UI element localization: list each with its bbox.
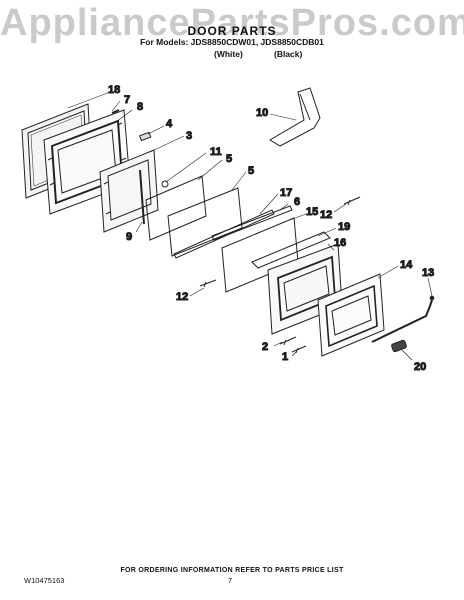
callout-3: 3	[186, 130, 192, 142]
part-17-strip	[173, 209, 275, 259]
part-2-screw	[279, 336, 297, 346]
callout-14: 14	[400, 259, 413, 271]
callout-9: 9	[126, 231, 132, 243]
part-4-clip	[138, 131, 152, 142]
callout-17: 17	[280, 187, 292, 199]
callout-4: 4	[166, 118, 173, 130]
part-6-bar	[211, 205, 293, 241]
part-10-bracket	[269, 87, 321, 147]
callout-13: 13	[422, 267, 434, 279]
document-code: W10475163	[24, 576, 65, 585]
leader-lines	[67, 91, 433, 361]
part-12-screw-upper	[343, 196, 361, 206]
callout-6: 6	[294, 196, 300, 208]
callout-19: 19	[338, 221, 350, 233]
callout-2: 2	[262, 341, 268, 353]
callout-12-upper: 12	[320, 209, 332, 221]
callout-5b: 5	[248, 165, 254, 177]
page-number: 7	[228, 576, 233, 585]
callout-16: 16	[334, 237, 346, 249]
callout-5a: 5	[226, 153, 232, 165]
part-7-screw	[111, 109, 120, 114]
callout-11: 11	[210, 146, 222, 158]
models-line: For Models: JDS8850CDW01, JDS8850CDB01	[140, 37, 324, 47]
watermark: AppliancePartsPros.com	[0, 2, 464, 44]
part-1-screw	[291, 345, 307, 354]
page-title: DOOR PARTS	[187, 24, 277, 38]
callout-18: 18	[108, 84, 120, 96]
callout-7: 7	[124, 94, 130, 106]
callout-8: 8	[137, 101, 143, 113]
part-9-spacer	[139, 169, 145, 225]
part-20-end-cap	[391, 339, 407, 353]
part-5-glass-inner	[145, 175, 207, 241]
callout-10: 10	[256, 107, 268, 119]
part-13-handle	[371, 295, 435, 343]
ordering-note: FOR ORDERING INFORMATION REFER TO PARTS …	[120, 567, 344, 574]
callout-12-lower: 12	[176, 291, 188, 303]
callout-20: 20	[414, 361, 426, 373]
part-14-door-front	[317, 273, 385, 357]
callout-15: 15	[306, 206, 318, 218]
part-12-screw-lower	[199, 279, 217, 288]
variant-white: (White)	[214, 49, 243, 59]
part-11-grommet	[161, 180, 169, 188]
part-19-seal	[251, 231, 331, 269]
variant-black: (Black)	[274, 49, 303, 59]
part-5-glass-outer	[167, 187, 243, 257]
callout-1: 1	[282, 351, 288, 363]
